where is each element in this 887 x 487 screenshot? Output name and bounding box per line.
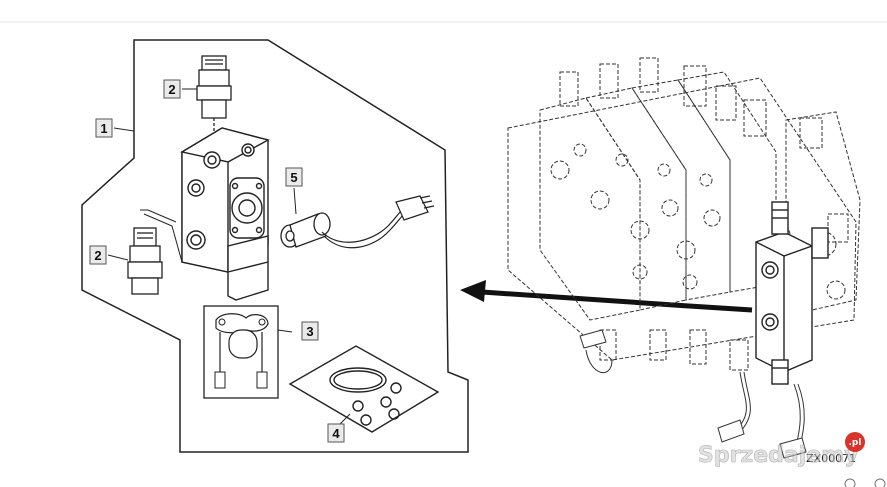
callout-leaders [107,88,351,427]
cable-connector [395,195,435,221]
watermark-badge [845,432,865,452]
valve-section-body [140,127,270,301]
kit-3-box [203,305,279,399]
location-arrow [460,280,753,313]
bank-connectors [579,329,807,459]
callout-2-top-label: 2 [168,82,175,97]
sensor-cable [321,209,405,249]
solenoid-sensor [280,212,331,248]
callout-5-label: 5 [290,170,297,185]
callout-1: 1 [95,118,113,138]
valve-bank-assembly [507,57,861,371]
valve-bank-highlighted-section [755,201,829,385]
carousel-dots [844,478,886,487]
callout-2-bottom-label: 2 [94,248,101,263]
callout-3: 3 [301,321,319,341]
assembly-boundary-outline [81,39,469,453]
kit-4-seals [288,345,440,433]
callout-3-label: 3 [306,324,313,339]
figure-reference-code: ZX00071 [806,452,856,465]
watermark-brand-text: Sprzedajemy [698,443,859,468]
callout-4: 4 [327,423,345,443]
fitting-top [196,55,232,150]
watermark: Sprzedajemy .pl [698,432,865,468]
fitting-bottom [127,227,163,295]
carousel-dot [844,478,856,487]
callout-4-label: 4 [332,426,340,441]
callout-5: 5 [285,167,303,187]
callout-2-top: 2 [163,79,181,99]
carousel-dot [874,478,886,487]
callout-1-label: 1 [100,121,107,136]
callout-2-bottom: 2 [89,245,107,265]
watermark-badge-text: .pl [849,438,862,448]
